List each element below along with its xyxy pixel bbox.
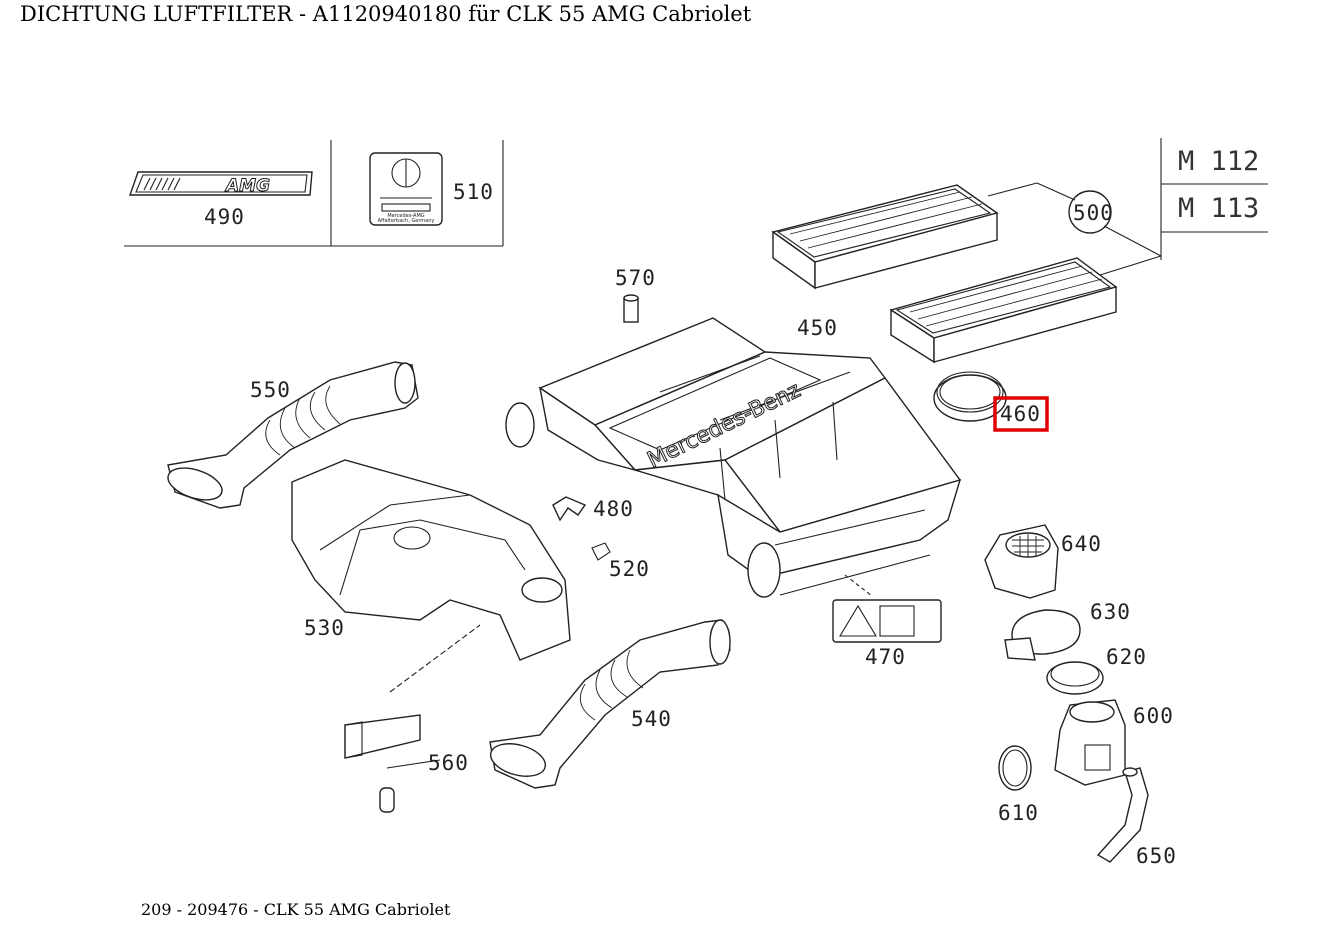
engine-m113-label: M 113: [1178, 193, 1259, 224]
part-500-callout: [987, 182, 1162, 276]
screw-part-520[interactable]: [591, 542, 611, 561]
engine-table: M 112 M 113: [1160, 138, 1268, 260]
page-title: DICHTUNG LUFTFILTER - A1120940180 für CL…: [20, 2, 752, 26]
label-620[interactable]: 620: [1106, 645, 1147, 669]
foam-strip-part-560[interactable]: [344, 624, 481, 813]
cap-part-570[interactable]: [623, 294, 639, 323]
ring-part-610[interactable]: [998, 745, 1032, 791]
label-530[interactable]: 530: [304, 616, 345, 640]
plate-text-line-1: Mercedes-AMG: [387, 213, 424, 219]
label-470[interactable]: 470: [865, 645, 906, 669]
engine-cover-part-530[interactable]: [291, 459, 571, 661]
engine-m112-label: M 112: [1178, 146, 1259, 177]
amg-badge-text: AMG: [224, 176, 270, 196]
label-610[interactable]: 610: [998, 801, 1039, 825]
label-630[interactable]: 630: [1090, 600, 1131, 624]
amg-badge-part-490[interactable]: AMG: [129, 171, 313, 197]
intake-duct-part-540[interactable]: [487, 619, 731, 789]
air-filter-element-lower[interactable]: [889, 257, 1118, 364]
label-450[interactable]: 450: [797, 316, 838, 340]
label-650[interactable]: 650: [1136, 844, 1177, 868]
page-footer: 209 - 209476 - CLK 55 AMG Cabriolet: [141, 900, 451, 919]
intake-duct-part-550[interactable]: [164, 361, 419, 509]
hose-clamp-part-630[interactable]: [1004, 609, 1081, 661]
label-480[interactable]: 480: [593, 497, 634, 521]
plate-text-line-2: Affalterbach, Germany: [378, 218, 435, 224]
label-550[interactable]: 550: [250, 378, 291, 402]
label-600[interactable]: 600: [1133, 704, 1174, 728]
air-filter-element-upper[interactable]: [771, 184, 999, 290]
label-490[interactable]: 490: [204, 205, 245, 229]
warning-label-part-470[interactable]: [832, 574, 942, 643]
label-510[interactable]: 510: [453, 180, 494, 204]
air-filter-housing-part-450[interactable]: Mercedes-Benz: [505, 317, 962, 598]
label-560[interactable]: 560: [428, 751, 469, 775]
breather-hose-part-650[interactable]: [1096, 767, 1149, 863]
clip-part-480[interactable]: [552, 496, 587, 522]
highlight-box-460: [993, 396, 1049, 432]
air-mass-sensor-part-640[interactable]: [984, 524, 1059, 599]
ring-part-620[interactable]: [1046, 661, 1104, 695]
label-500[interactable]: 500: [1073, 201, 1114, 225]
label-640[interactable]: 640: [1061, 532, 1102, 556]
label-540[interactable]: 540: [631, 707, 672, 731]
label-520[interactable]: 520: [609, 557, 650, 581]
connector-housing-part-600[interactable]: [1054, 699, 1126, 786]
badge-inset-frame: [124, 140, 504, 247]
label-570[interactable]: 570: [615, 266, 656, 290]
label-460[interactable]: 460: [1000, 402, 1041, 426]
handcrafted-plate-part-510[interactable]: Mercedes-AMG Affalterbach, Germany: [369, 152, 443, 226]
